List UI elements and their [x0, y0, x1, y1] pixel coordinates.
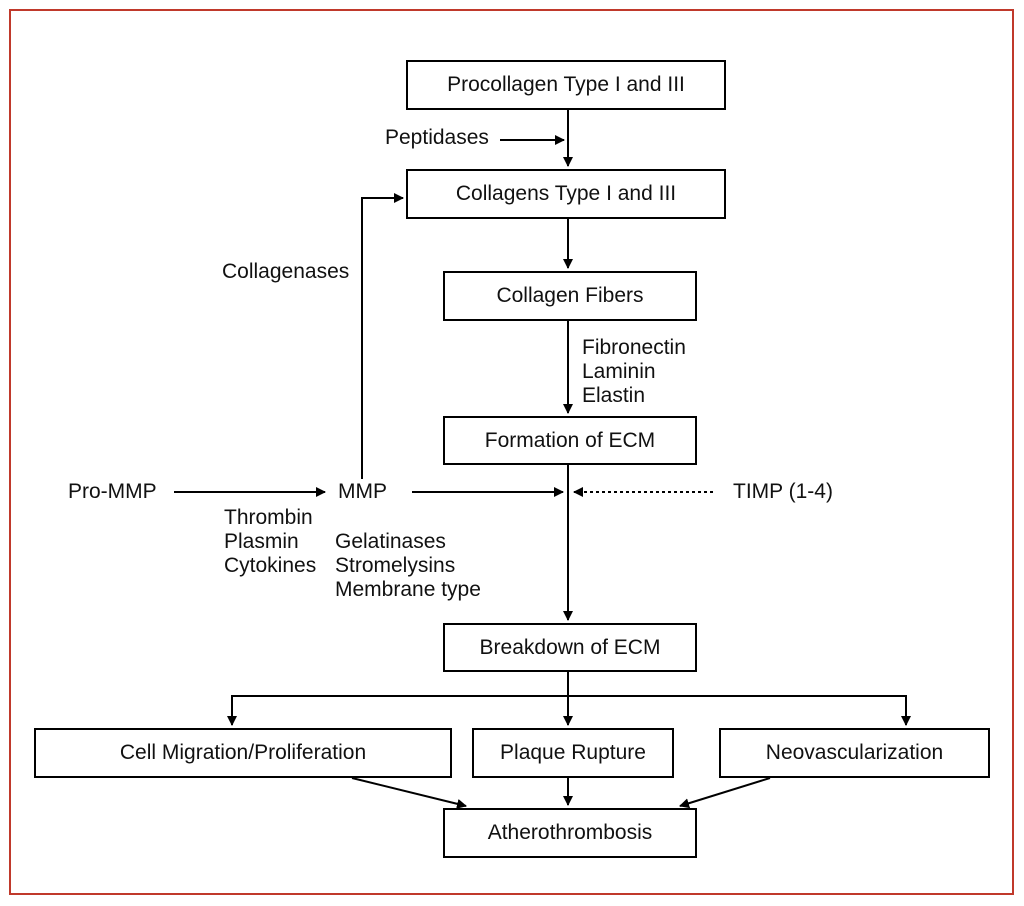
arrow-branch-left — [227, 672, 569, 726]
node-neovascularization: Neovascularization — [719, 728, 990, 778]
arrow-cell-to-athero — [351, 777, 467, 809]
node-breakdown-ecm: Breakdown of ECM — [443, 623, 697, 672]
node-cell-migration: Cell Migration/Proliferation — [34, 728, 452, 778]
label-fibronectin: Fibronectin — [582, 336, 686, 359]
arrow-neo-to-athero — [679, 777, 771, 809]
node-plaque-rupture: Plaque Rupture — [472, 728, 674, 778]
diagram-frame — [9, 9, 1014, 895]
label-cytokines: Cytokines — [224, 554, 317, 577]
label-gelatinases: Gelatinases — [335, 530, 446, 553]
label-laminin: Laminin — [582, 360, 656, 383]
label-peptidases: Peptidases — [385, 126, 489, 149]
node-formation-ecm: Formation of ECM — [443, 416, 697, 465]
label-stromelysins: Stromelysins — [335, 554, 456, 577]
arrow-collagenases — [361, 193, 404, 479]
label-membrane-type: Membrane type — [335, 578, 481, 601]
label-timp: TIMP (1-4) — [733, 480, 833, 503]
arrow-branch-right — [568, 695, 911, 726]
node-collagen-fibers: Collagen Fibers — [443, 271, 697, 321]
label-elastin: Elastin — [582, 384, 646, 407]
node-collagens: Collagens Type I and III — [406, 169, 726, 219]
label-plasmin: Plasmin — [224, 530, 299, 553]
label-collagenases: Collagenases — [222, 260, 350, 283]
label-pro-mmp: Pro-MMP — [68, 480, 157, 503]
node-procollagen: Procollagen Type I and III — [406, 60, 726, 110]
node-atherothrombosis: Atherothrombosis — [443, 808, 697, 858]
label-thrombin: Thrombin — [224, 506, 313, 529]
label-mmp: MMP — [338, 480, 387, 503]
